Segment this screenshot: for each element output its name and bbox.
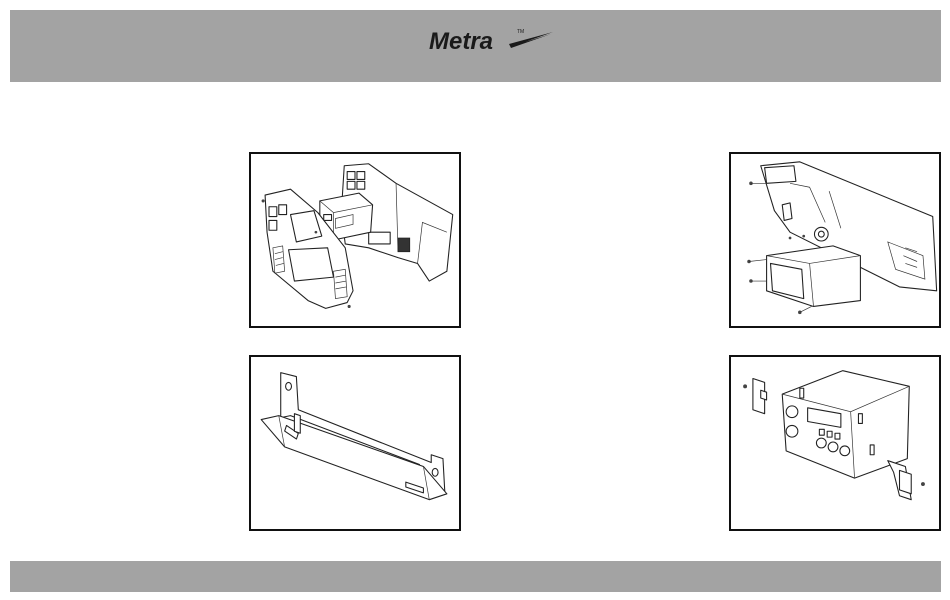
brand-wordmark: Metra xyxy=(429,28,493,55)
brand-trademark: TM xyxy=(517,29,524,35)
metra-logo: Metra TM xyxy=(425,24,555,56)
figure-mounting-bracket xyxy=(249,355,461,531)
figure-dash-bezel-exploded xyxy=(249,152,461,328)
dash-bezel-exploded-illustration xyxy=(251,154,459,326)
footer-band xyxy=(10,561,941,592)
radio-brackets-illustration xyxy=(731,357,939,529)
logo-swoosh-icon xyxy=(509,32,553,48)
dash-pocket-illustration xyxy=(731,154,939,326)
figure-dash-pocket-screws xyxy=(729,152,941,328)
figure-radio-side-brackets xyxy=(729,355,941,531)
mounting-bracket-illustration xyxy=(251,357,459,529)
